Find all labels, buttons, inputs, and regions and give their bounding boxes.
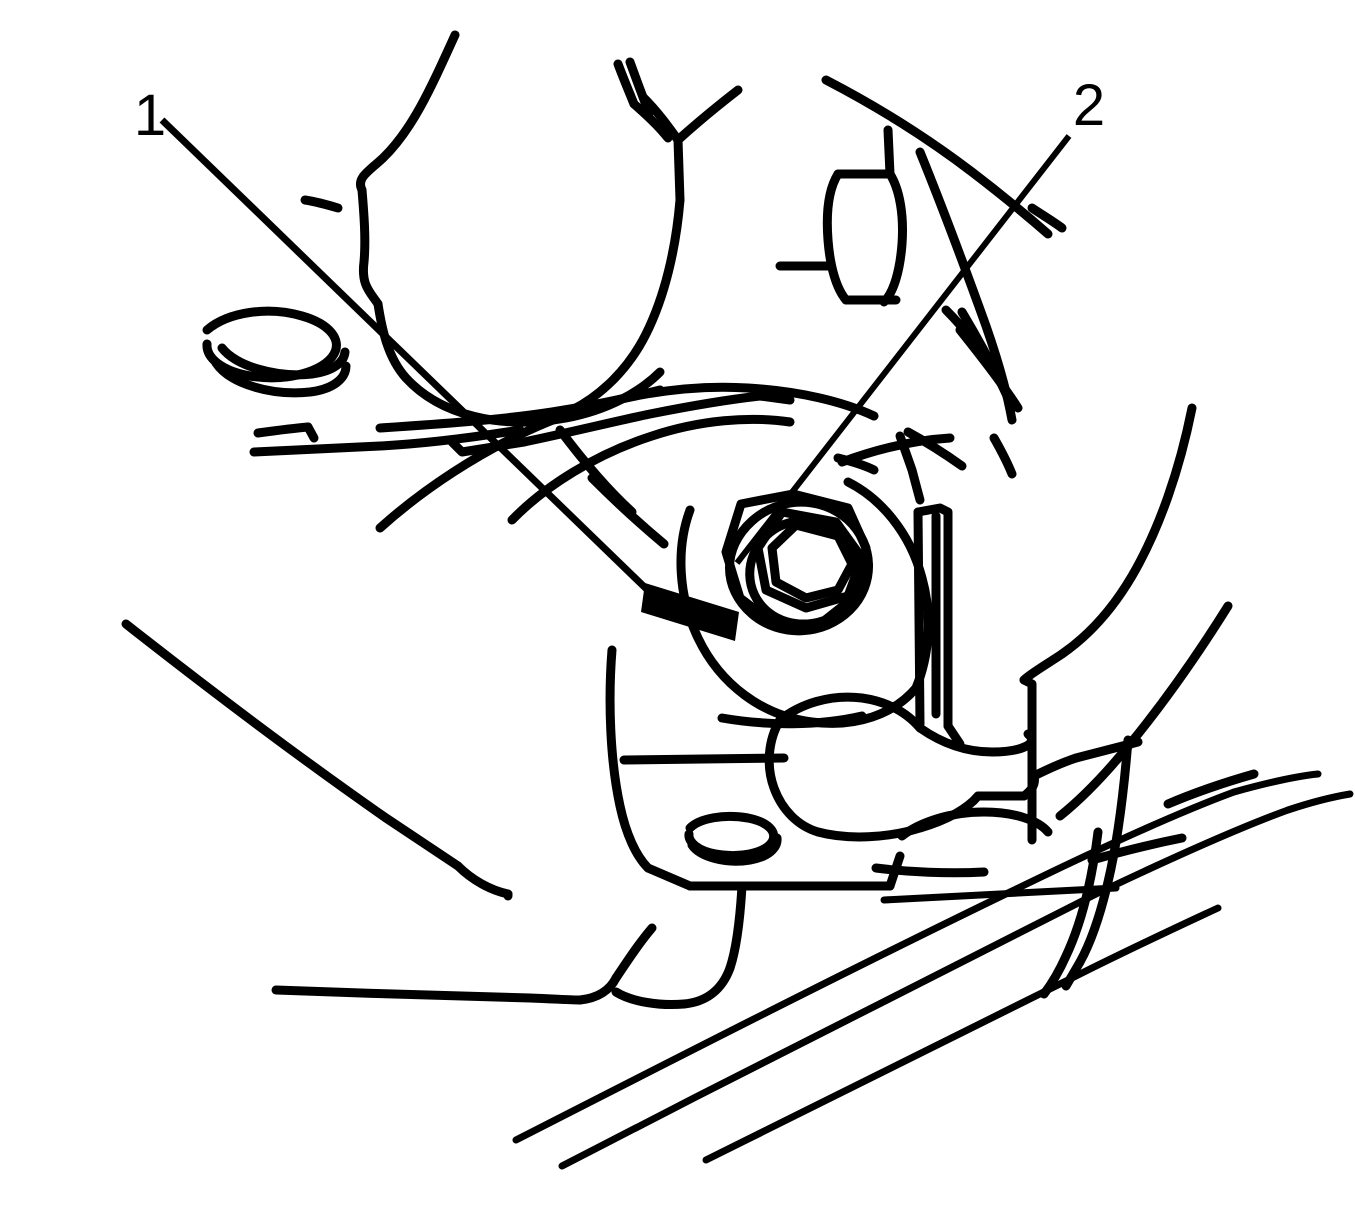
hex-bolt-assembly-stroke: [676, 505, 921, 728]
upper-left-housing-contour-stroke: [673, 135, 685, 205]
center-dome-arcs-stroke: [375, 382, 879, 533]
mid-housing-ribs-stroke: [249, 425, 525, 457]
right-tab-lobes-stroke: [871, 863, 989, 878]
right-upper-boss-stroke: [821, 75, 1053, 239]
right-edge-sweeps: [1019, 403, 1259, 999]
center-dome-arcs-stroke: [587, 473, 669, 549]
lower-left-contours-stroke: [611, 923, 657, 983]
lower-left-contours-stroke: [271, 985, 585, 1005]
left-cylindrical-plug-stroke: [217, 343, 350, 380]
right-tab-lobes-stroke: [775, 692, 925, 733]
right-bracket-rail: [895, 431, 965, 749]
right-edge-sweeps-stroke: [1061, 957, 1085, 991]
upper-left-housing-contour-stroke: [300, 195, 343, 213]
upper-center-details: [613, 59, 1017, 479]
right-upper-boss-stroke: [1027, 203, 1067, 233]
upper-center-details-stroke: [941, 305, 981, 349]
callout-leader-group: [159, 117, 1072, 641]
upper-left-housing-contour-stroke: [303, 422, 319, 443]
lower-left-contours-stroke: [453, 861, 513, 899]
right-edge-sweeps-stroke: [1039, 827, 1103, 999]
bracket-base-plate: [605, 645, 905, 1009]
bracket-base-plate-stroke: [605, 645, 653, 873]
lower-right-diagonals: [512, 770, 1354, 1170]
part-outline-group: [121, 30, 1354, 1170]
mid-housing-ribs-stroke: [755, 391, 795, 405]
lower-right-diagonals-stroke: [1284, 790, 1354, 814]
hex-bolt-assembly-stroke: [725, 497, 873, 636]
upper-left-housing-contour-stroke: [356, 30, 460, 195]
right-bracket-rail-stroke: [943, 721, 965, 749]
right-upper-boss-stroke: [903, 427, 967, 471]
right-tab-lobes-stroke: [764, 715, 823, 837]
lower-right-diagonals-stroke: [512, 788, 1238, 1144]
upper-center-details-stroke: [989, 433, 1017, 479]
right-tab-lobes-stroke: [897, 807, 1053, 841]
hex-bolt-assembly-stroke: [767, 520, 857, 603]
right-upper-boss-stroke: [883, 125, 895, 179]
right-edge-sweeps-stroke: [1087, 833, 1187, 865]
upper-left-housing-contour-stroke: [673, 85, 743, 145]
hex-bolt-assembly-stroke: [717, 711, 867, 729]
right-edge-sweeps-stroke: [1057, 403, 1197, 659]
right-upper-boss-stroke: [822, 169, 851, 305]
bracket-base-plate-stroke: [725, 881, 747, 973]
upper-left-housing-contour-stroke: [567, 195, 685, 415]
lower-left-contours-stroke: [121, 619, 463, 871]
leader-line-2: [734, 134, 1072, 565]
left-cylindrical-plug-stroke: [202, 306, 341, 383]
upper-center-details-stroke: [833, 453, 879, 475]
upper-left-housing-contour-stroke: [253, 422, 313, 438]
lower-right-diagonals-stroke: [558, 806, 1292, 1170]
callout-label-2: 2: [1073, 73, 1105, 138]
bracket-base-plate-stroke: [885, 851, 905, 891]
right-upper-boss: [775, 75, 1067, 471]
bracket-base-plate-stroke: [643, 863, 695, 891]
bracket-base-plate-stroke: [687, 833, 782, 866]
lower-left-contours: [121, 619, 689, 1009]
upper-center-details-stroke: [629, 99, 673, 143]
bracket-base-plate-stroke: [619, 753, 789, 765]
right-upper-boss-stroke: [879, 169, 907, 307]
bracket-base-plate-stroke: [679, 963, 735, 1009]
lower-right-diagonals-stroke: [1230, 770, 1322, 796]
right-edge-sweeps-stroke: [1075, 735, 1133, 967]
left-cylindrical-plug: [202, 306, 351, 398]
right-bracket-rail-stroke: [913, 503, 953, 731]
upper-left-housing-contour-stroke: [625, 57, 654, 118]
arrowhead-1: [641, 583, 739, 641]
right-bracket-rail-stroke: [895, 431, 925, 505]
callout-label-1: 1: [134, 83, 166, 148]
hex-bolt-assembly-stroke: [753, 507, 867, 613]
upper-left-housing-contour-stroke: [357, 185, 383, 309]
right-edge-sweeps-stroke: [1055, 601, 1233, 821]
right-bracket-rail-stroke: [913, 507, 925, 729]
right-edge-sweeps-stroke: [1019, 649, 1067, 685]
left-cylindrical-plug-stroke: [211, 358, 351, 398]
right-edge-sweeps-stroke: [1163, 769, 1259, 809]
lower-right-diagonals-stroke: [702, 904, 1222, 1164]
lower-left-contours-stroke: [611, 987, 689, 1009]
leader-line-1: [159, 117, 665, 607]
right-tab-lobes: [764, 675, 1143, 878]
